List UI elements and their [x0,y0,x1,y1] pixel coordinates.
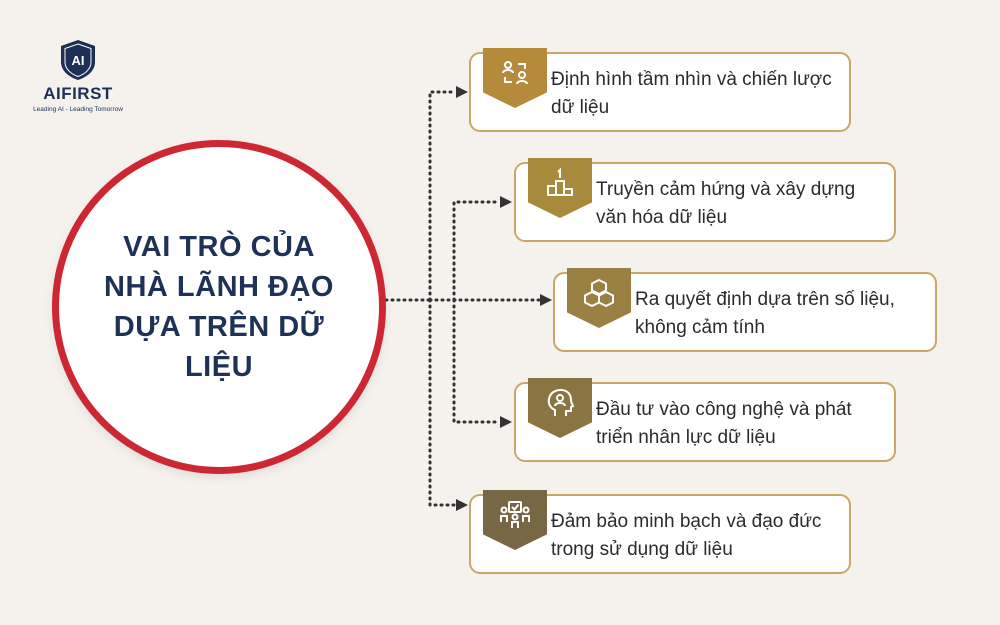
role-card-2: Truyền cảm hứng và xây dựng văn hóa dữ l… [514,158,896,242]
connector-2 [428,200,502,302]
arrowhead-2 [500,196,512,208]
head-person-icon [528,378,592,438]
cubes-icon [567,268,631,328]
role-card-3: Ra quyết định dựa trên số liệu, không cả… [553,268,937,352]
connector-5 [428,298,458,507]
role-text-3: Ra quyết định dựa trên số liệu, không cả… [635,289,895,338]
people-exchange-icon [483,48,547,108]
podium-icon [528,158,592,218]
role-text-5: Đảm bảo minh bạch và đạo đức trong sử dụ… [551,511,822,560]
role-card-5: Đảm bảo minh bạch và đạo đức trong sử dụ… [469,490,851,574]
role-card-1: Định hình tầm nhìn và chiến lược dữ liệu [469,48,851,132]
center-circle: VAI TRÒ CỦA NHÀ LÃNH ĐẠO DỰA TRÊN DỮ LIỆ… [52,140,386,474]
role-text-2: Truyền cảm hứng và xây dựng văn hóa dữ l… [596,179,856,228]
shield-logo-icon: AI [61,40,95,80]
logo-tagline: Leading AI - Leading Tomorrow [33,106,123,113]
connector-4 [452,298,502,424]
arrowhead-3 [540,294,552,306]
team-check-icon [483,490,547,550]
logo-name: AIFIRST [43,84,113,103]
center-title: VAI TRÒ CỦA NHÀ LÃNH ĐẠO DỰA TRÊN DỮ LIỆ… [104,231,334,383]
arrowhead-1 [456,86,468,98]
connector-1 [428,90,458,302]
role-card-4: Đầu tư vào công nghệ và phát triển nhân … [514,378,896,462]
arrowhead-4 [500,416,512,428]
role-text-4: Đầu tư vào công nghệ và phát triển nhân … [596,399,852,448]
brand-logo: AI AIFIRST Leading AI - Leading Tomorrow [28,38,128,113]
role-text-1: Định hình tầm nhìn và chiến lược dữ liệu [551,69,832,118]
arrowhead-5 [456,499,468,511]
logo-mark-text: AI [72,53,85,68]
